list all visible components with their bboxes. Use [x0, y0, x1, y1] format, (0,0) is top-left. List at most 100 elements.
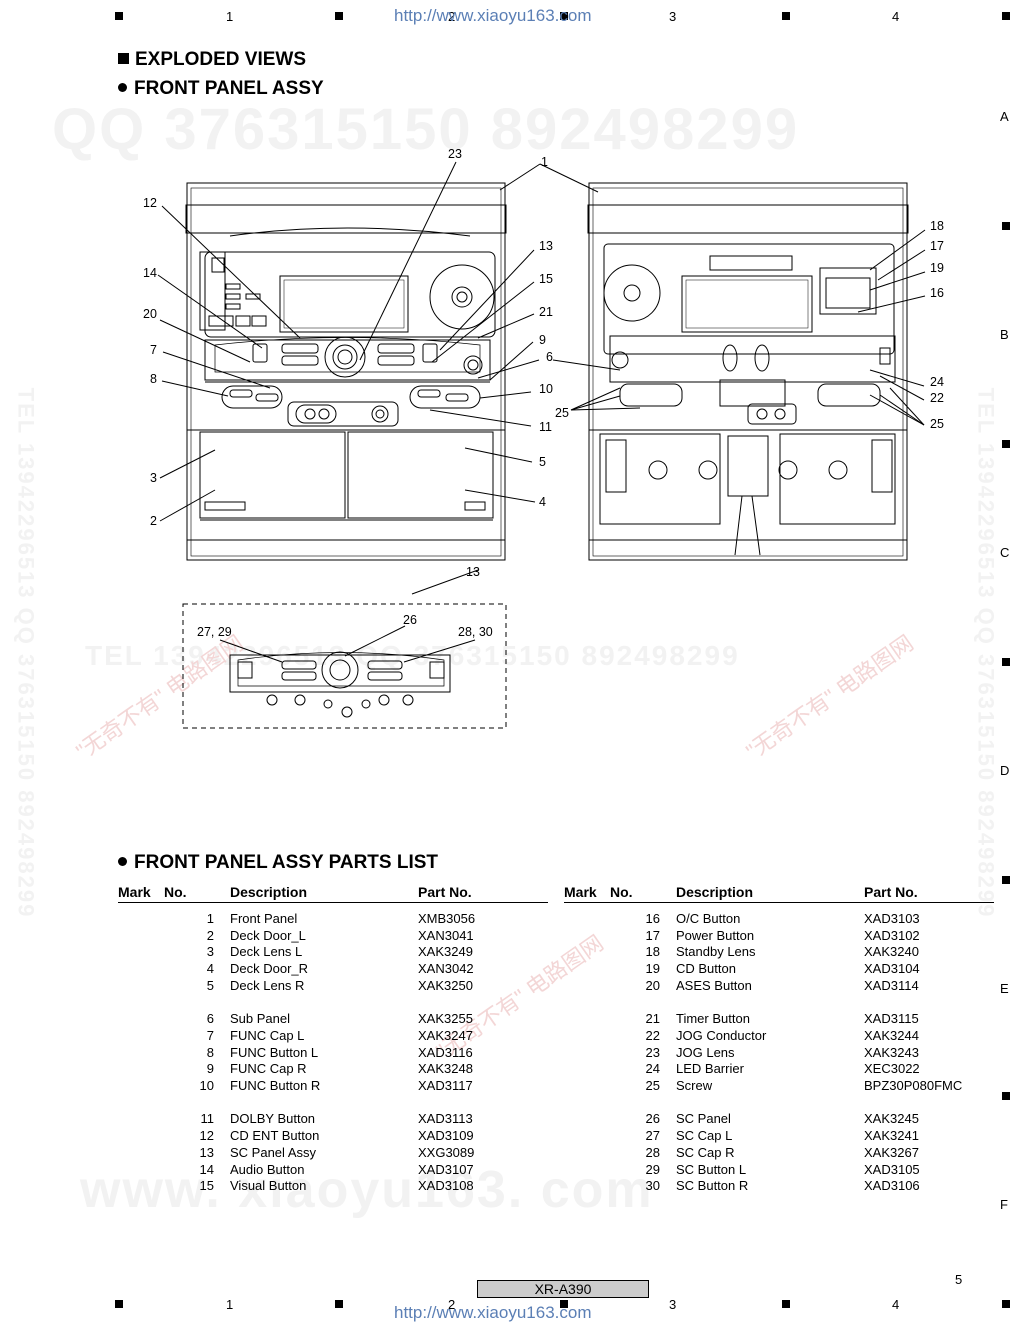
footer-url: http://www.xiaoyu163.com: [394, 1303, 592, 1322]
callout-2: 2: [150, 514, 157, 528]
grid-col-2: 2: [448, 9, 456, 24]
grid-marker: [1002, 876, 1010, 884]
grid-row-e: E: [1000, 981, 1009, 996]
grid-col-1-bottom: 1: [226, 1297, 234, 1312]
grid-marker: [115, 12, 123, 20]
grid-marker: [782, 1300, 790, 1308]
callout-8: 8: [150, 372, 157, 386]
callout-16: 16: [930, 286, 944, 300]
callout-14: 14: [143, 266, 157, 280]
col-header-part: Part No.: [418, 883, 548, 903]
callout-20: 20: [143, 307, 157, 321]
grid-marker: [1002, 12, 1010, 20]
grid-marker: [335, 1300, 343, 1308]
col-header-mark: Mark: [564, 883, 610, 903]
callout-9: 9: [539, 333, 546, 347]
callout-22: 22: [930, 391, 944, 405]
grid-row-a: A: [1000, 109, 1009, 124]
callout-4: 4: [539, 495, 546, 509]
grid-row-b: B: [1000, 327, 1009, 342]
grid-marker: [335, 12, 343, 20]
exploded-view-diagram: [157, 161, 926, 729]
watermark-qq: QQ 376315150 892498299: [52, 97, 800, 162]
grid-col-4-bottom: 4: [892, 1297, 900, 1312]
callout-3: 3: [150, 471, 157, 485]
header-url: http://www.xiaoyu163.com: [394, 6, 592, 25]
dot-bullet-icon: [118, 857, 127, 866]
col-header-no: No.: [164, 883, 230, 903]
front-panel-rear-view: [552, 182, 926, 561]
callout-13-detail: 13: [466, 565, 480, 579]
callout-5: 5: [539, 455, 546, 469]
callout-6: 6: [546, 350, 553, 364]
callout-18: 18: [930, 219, 944, 233]
col-header-description: Description: [676, 883, 864, 903]
grid-row-f: F: [1000, 1197, 1008, 1212]
grid-marker: [560, 12, 568, 20]
grid-marker: [1002, 1300, 1010, 1308]
watermark-site: www. xiaoyu163. com: [80, 1161, 654, 1219]
grid-marker: [1002, 222, 1010, 230]
callout-11: 11: [539, 420, 552, 434]
grid-col-3: 3: [669, 9, 677, 24]
col-header-description: Description: [230, 883, 418, 903]
callout-1: 1: [541, 155, 548, 169]
callout-19: 19: [930, 261, 944, 275]
callout-26: 26: [403, 613, 417, 627]
callout-23: 23: [448, 147, 462, 161]
col-header-no: No.: [610, 883, 676, 903]
section-heading: EXPLODED VIEWS: [118, 49, 306, 71]
grid-col-2-bottom: 2: [448, 1297, 456, 1312]
callout-21: 21: [539, 305, 553, 319]
model-label: XR-A390: [477, 1280, 649, 1298]
grid-marker: [1002, 1092, 1010, 1100]
dot-bullet-icon: [118, 83, 127, 92]
sub-heading: FRONT PANEL ASSY: [118, 78, 324, 100]
col-header-part: Part No.: [864, 883, 994, 903]
callout-24: 24: [930, 375, 944, 389]
sc-panel-detail: [182, 569, 507, 729]
callout-10: 10: [539, 382, 553, 396]
grid-col-3-bottom: 3: [669, 1297, 677, 1312]
square-bullet-icon: [118, 53, 129, 64]
parts-list-heading: FRONT PANEL ASSY PARTS LIST: [118, 852, 438, 874]
grid-marker: [560, 1300, 568, 1308]
callout-13: 13: [539, 239, 553, 253]
grid-row-d: D: [1000, 763, 1010, 778]
col-header-mark: Mark: [118, 883, 164, 903]
grid-col-1: 1: [226, 9, 234, 24]
callout-27-29: 27, 29: [197, 625, 232, 639]
callout-28-30: 28, 30: [458, 625, 493, 639]
callout-12: 12: [143, 196, 157, 210]
grid-marker: [115, 1300, 123, 1308]
grid-marker: [1002, 658, 1010, 666]
front-panel-front-view: [157, 161, 599, 561]
